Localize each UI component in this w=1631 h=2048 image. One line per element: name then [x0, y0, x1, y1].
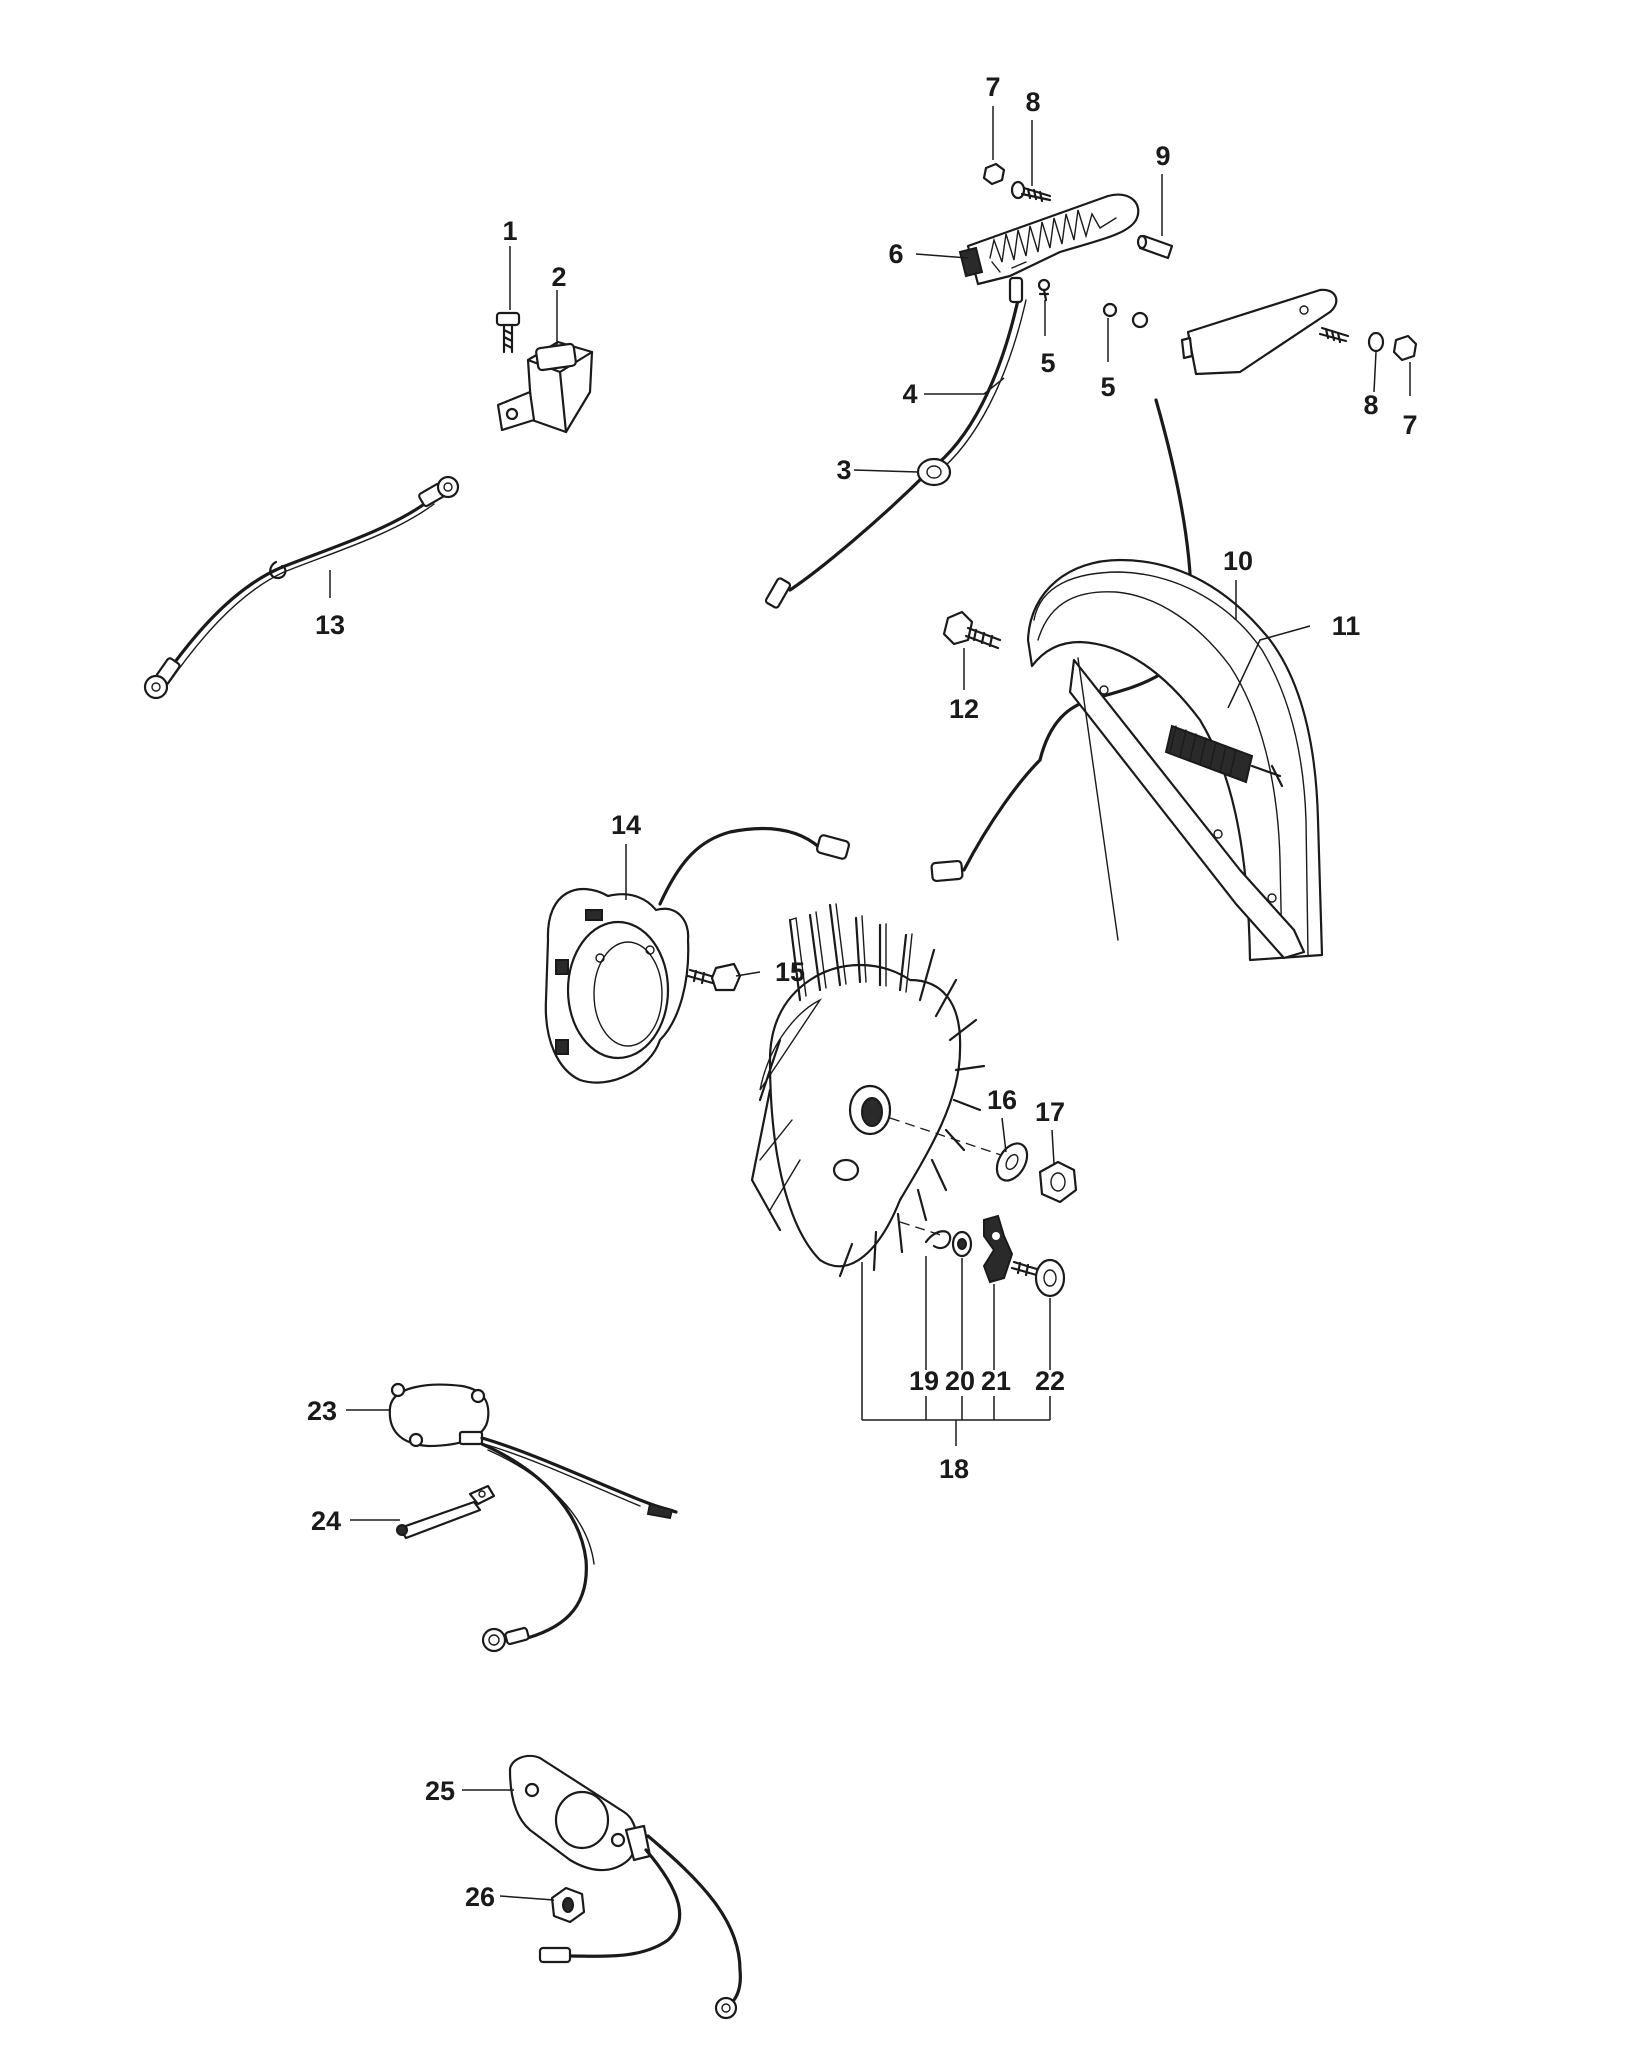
part-2-ignition-module [496, 340, 594, 434]
part-8-screw-right [1318, 326, 1385, 353]
callout-8-top: 8 [1025, 87, 1040, 117]
callout-15: 15 [775, 957, 805, 987]
callout-2: 2 [551, 262, 566, 292]
part-17-nut [1038, 1160, 1078, 1204]
part-3-grommet [916, 457, 952, 487]
part-20-washer [951, 1230, 973, 1258]
callout-20: 20 [945, 1366, 975, 1396]
leader-lines [329, 106, 1411, 1901]
callout-5-upper: 5 [1040, 348, 1055, 378]
callout-14: 14 [611, 810, 641, 840]
callout-3: 3 [836, 455, 851, 485]
part-26-nut [550, 1886, 586, 1924]
callout-24: 24 [311, 1506, 341, 1536]
part-6-heating-plate [958, 193, 1140, 286]
callout-17: 17 [1035, 1097, 1065, 1127]
callout-18: 18 [939, 1454, 969, 1484]
callout-21: 21 [981, 1366, 1011, 1396]
part-19-spring-clip [924, 1230, 952, 1250]
part-7-nut-right [1392, 334, 1418, 362]
callout-12: 12 [949, 694, 979, 724]
callout-23: 23 [307, 1396, 337, 1426]
part-10-handle [1026, 558, 1324, 962]
part-7-nut-top [982, 162, 1006, 186]
part-18-flywheel [750, 903, 986, 1278]
callout-22: 22 [1035, 1366, 1065, 1396]
part-11-spring [1164, 724, 1284, 788]
callout-1: 1 [502, 216, 517, 246]
part-14-stator [544, 826, 851, 1084]
part-5-screw-upper [1037, 278, 1051, 302]
callout-13: 13 [315, 610, 345, 640]
axis-line [889, 1117, 1011, 1159]
callout-11: 11 [1332, 611, 1361, 641]
callout-16: 16 [987, 1085, 1017, 1115]
part-4-heating-wire [764, 276, 1193, 762]
callout-8-right: 8 [1363, 390, 1378, 420]
part-1-screw [495, 311, 521, 354]
part-16-washer [995, 1142, 1029, 1182]
callout-7-right: 7 [1402, 410, 1417, 440]
coil-wire-to-handle [930, 657, 1119, 941]
part-22-shoulder-screw [1010, 1258, 1066, 1298]
part-24-bracket [396, 1484, 496, 1540]
callout-labels: 1 2 3 4 5 5 6 7 7 8 8 9 10 11 12 13 14 1… [307, 72, 1418, 1912]
callout-4: 4 [902, 379, 917, 409]
callout-9: 9 [1155, 141, 1170, 171]
part-21-pawl [982, 1214, 1014, 1284]
part-9-spacer-pin [1136, 234, 1174, 260]
part-23-sensor [388, 1382, 678, 1653]
axis-line-lower [899, 1221, 945, 1237]
callout-6: 6 [888, 239, 903, 269]
callout-26: 26 [465, 1882, 495, 1912]
part-25-gasket-heater [508, 1754, 742, 2020]
callout-10: 10 [1223, 546, 1253, 576]
callout-7-top: 7 [985, 72, 1000, 102]
callout-25: 25 [425, 1776, 455, 1806]
part-13-ground-wire [143, 475, 460, 700]
part-15-screw [686, 962, 742, 992]
back-plate [1180, 288, 1338, 376]
part-5-washer-lower [1102, 302, 1149, 329]
callout-5-lower: 5 [1100, 372, 1115, 402]
callout-19: 19 [909, 1366, 939, 1396]
part-8-screw-top [1010, 180, 1052, 203]
part-12-bolt [942, 610, 1002, 650]
